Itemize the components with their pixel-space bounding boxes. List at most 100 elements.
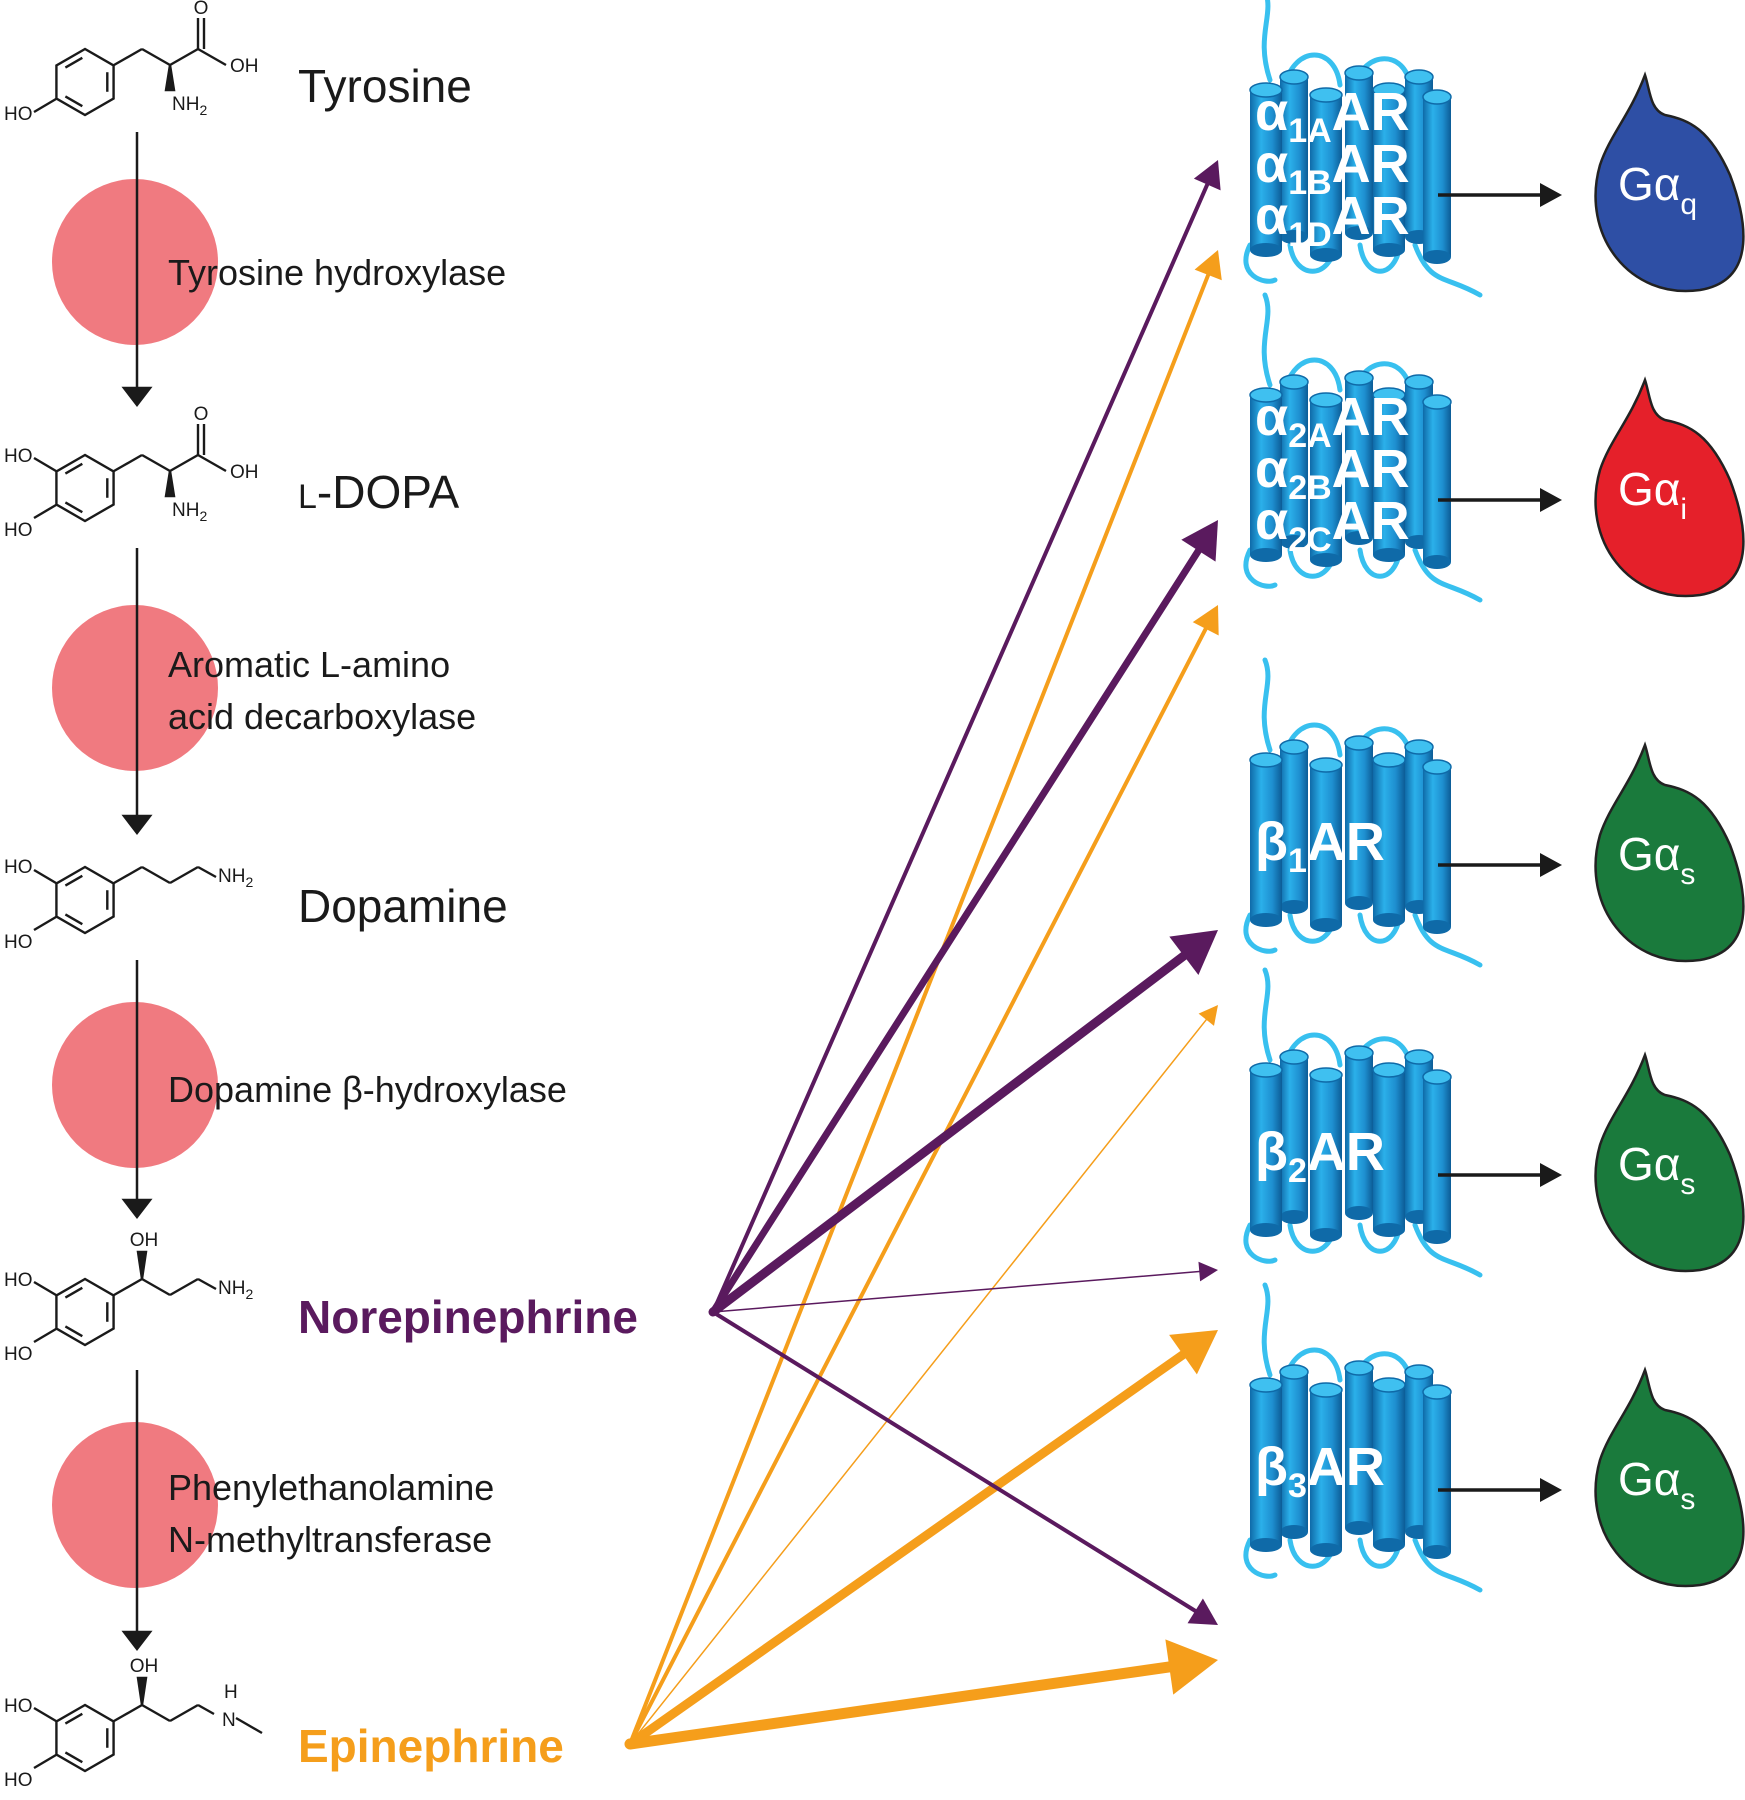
activation-arrowhead (1540, 183, 1562, 207)
activation-arrowhead (1540, 488, 1562, 512)
enzyme-label-4: Phenylethanolamine N-methyltransferase (168, 1467, 504, 1560)
dopamine-ho-1: HO (4, 857, 33, 878)
receptor-loops (1243, 657, 1483, 968)
helix-front-4 (1422, 394, 1452, 569)
epinephrine-h: H (224, 1682, 238, 1703)
receptor-beta2: β2AR (1243, 967, 1483, 1278)
helix-front-3 (1372, 82, 1406, 257)
dopamine-nh2: NH2 (218, 866, 253, 890)
receptor-label-alpha2-2: α2CAR (1255, 491, 1410, 559)
epinephrine-oh: OH (130, 1656, 159, 1677)
g-protein-label: Gαq (1618, 158, 1697, 221)
arrow-epi-beta2 (625, 1330, 1218, 1749)
activation-arrowhead (1540, 1478, 1562, 1502)
helix-back-2 (1344, 370, 1374, 545)
epinephrine-n: N (222, 1710, 236, 1731)
enzyme-label-2: Aromatic L-amino acid decarboxylase (168, 644, 476, 737)
helix-front-2 (1309, 757, 1343, 932)
activation-arrowhead (1540, 1163, 1562, 1187)
pathway-arrows (121, 132, 153, 1652)
helix-front-1 (1249, 1377, 1283, 1552)
helix-front-2 (1309, 1067, 1343, 1242)
helix-front-3 (1372, 1062, 1406, 1237)
epinephrine-ring (55, 1703, 115, 1773)
receptor-loops (1243, 0, 1483, 298)
l-dopa-ho-2: HO (4, 520, 33, 541)
receptor-loops (1243, 1282, 1483, 1593)
norepinephrine-ring (55, 1277, 115, 1347)
enzyme-circle-2 (52, 605, 218, 771)
norepinephrine-oh: OH (130, 1230, 159, 1251)
l-dopa-o: O (194, 404, 209, 425)
arrow-nor-beta1 (708, 930, 1218, 1317)
helix-front-4 (1422, 1069, 1452, 1244)
g-protein-shape (1594, 1366, 1745, 1588)
arrow-epi-beta3 (624, 1639, 1218, 1750)
g-protein-shape (1594, 741, 1745, 963)
tyrosine-ring (55, 47, 115, 117)
arrow-nor-beta2 (712, 1261, 1218, 1313)
helix-back-2 (1344, 1045, 1374, 1220)
helix-front-2 (1309, 392, 1343, 567)
arrow-nor-alpha2 (709, 520, 1218, 1316)
g-protein-alpha2: Gαi (1438, 376, 1745, 598)
norepinephrine-ho-2: HO (4, 1344, 33, 1365)
helix-back-2 (1344, 65, 1374, 240)
helix-back-1 (1279, 374, 1309, 549)
receptor-beta1: β1AR (1243, 657, 1483, 968)
helix-back-2 (1344, 735, 1374, 910)
helix-front-1 (1249, 82, 1283, 257)
helix-back-1 (1279, 1049, 1309, 1224)
compound-l-dopa: L-DOPA (298, 466, 460, 518)
g-protein-shape (1594, 71, 1745, 293)
ligand-receptor-arrows (624, 160, 1222, 1750)
tyrosine-nh2: NH2 (172, 94, 207, 118)
receptor-label-beta1-0: β1AR (1255, 812, 1385, 880)
receptor-label-beta3-0: β3AR (1255, 1437, 1385, 1505)
enzyme-circle-3 (52, 1002, 218, 1168)
helix-front-3 (1372, 752, 1406, 927)
dopamine-ho-2: HO (4, 932, 33, 953)
enzyme-label-3: Dopamine β-hydroxylase (168, 1069, 567, 1110)
enzyme-label-4-line-1: Phenylethanolamine (168, 1467, 494, 1508)
receptor-label-alpha2-0: α2AAR (1255, 387, 1410, 455)
norepinephrine-ho-1: HO (4, 1270, 33, 1291)
receptor-loops (1243, 292, 1483, 603)
enzyme-circle-1 (52, 179, 218, 345)
g-protein-label: Gαi (1618, 463, 1687, 526)
g-protein-shape (1594, 1051, 1745, 1273)
g-protein-shape (1594, 376, 1745, 598)
enzyme-circle-4 (52, 1422, 218, 1588)
receptor-beta3: β3AR (1243, 1282, 1483, 1593)
helix-back-1 (1279, 69, 1309, 244)
epinephrine-ho-2: HO (4, 1770, 33, 1791)
g-protein-label: Gαs (1618, 1138, 1695, 1201)
arrow-nor-alpha1 (711, 160, 1221, 1314)
g-protein-label: Gαs (1618, 828, 1695, 891)
enzyme-label-1: Tyrosine hydroxylase (168, 252, 506, 293)
compound-tyrosine: Tyrosine (298, 60, 472, 112)
receptor-label-alpha1-2: α1DAR (1255, 186, 1410, 254)
arrow-epi-alpha1 (628, 250, 1222, 1746)
l-dopa-ho-1: HO (4, 446, 33, 467)
g-protein-beta2: Gαs (1438, 1051, 1745, 1273)
enzyme-label-2-line-1: Aromatic L-amino (168, 644, 450, 685)
helix-back-1 (1279, 739, 1309, 914)
compound-norepinephrine: Norepinephrine (298, 1291, 638, 1343)
l-dopa-oh: OH (230, 462, 259, 483)
enzyme-label-2-line-2: acid decarboxylase (168, 696, 476, 737)
helix-front-4 (1422, 89, 1452, 264)
enzyme-label-4-line-2: N-methyltransferase (168, 1519, 492, 1560)
tyrosine-ho: HO (4, 104, 33, 125)
helix-front-1 (1249, 752, 1283, 927)
g-protein-alpha1: Gαq (1438, 71, 1745, 293)
epinephrine-ho-1: HO (4, 1696, 33, 1717)
helix-front-1 (1249, 387, 1283, 562)
helix-front-3 (1372, 387, 1406, 562)
g-protein-label: Gαs (1618, 1453, 1695, 1516)
